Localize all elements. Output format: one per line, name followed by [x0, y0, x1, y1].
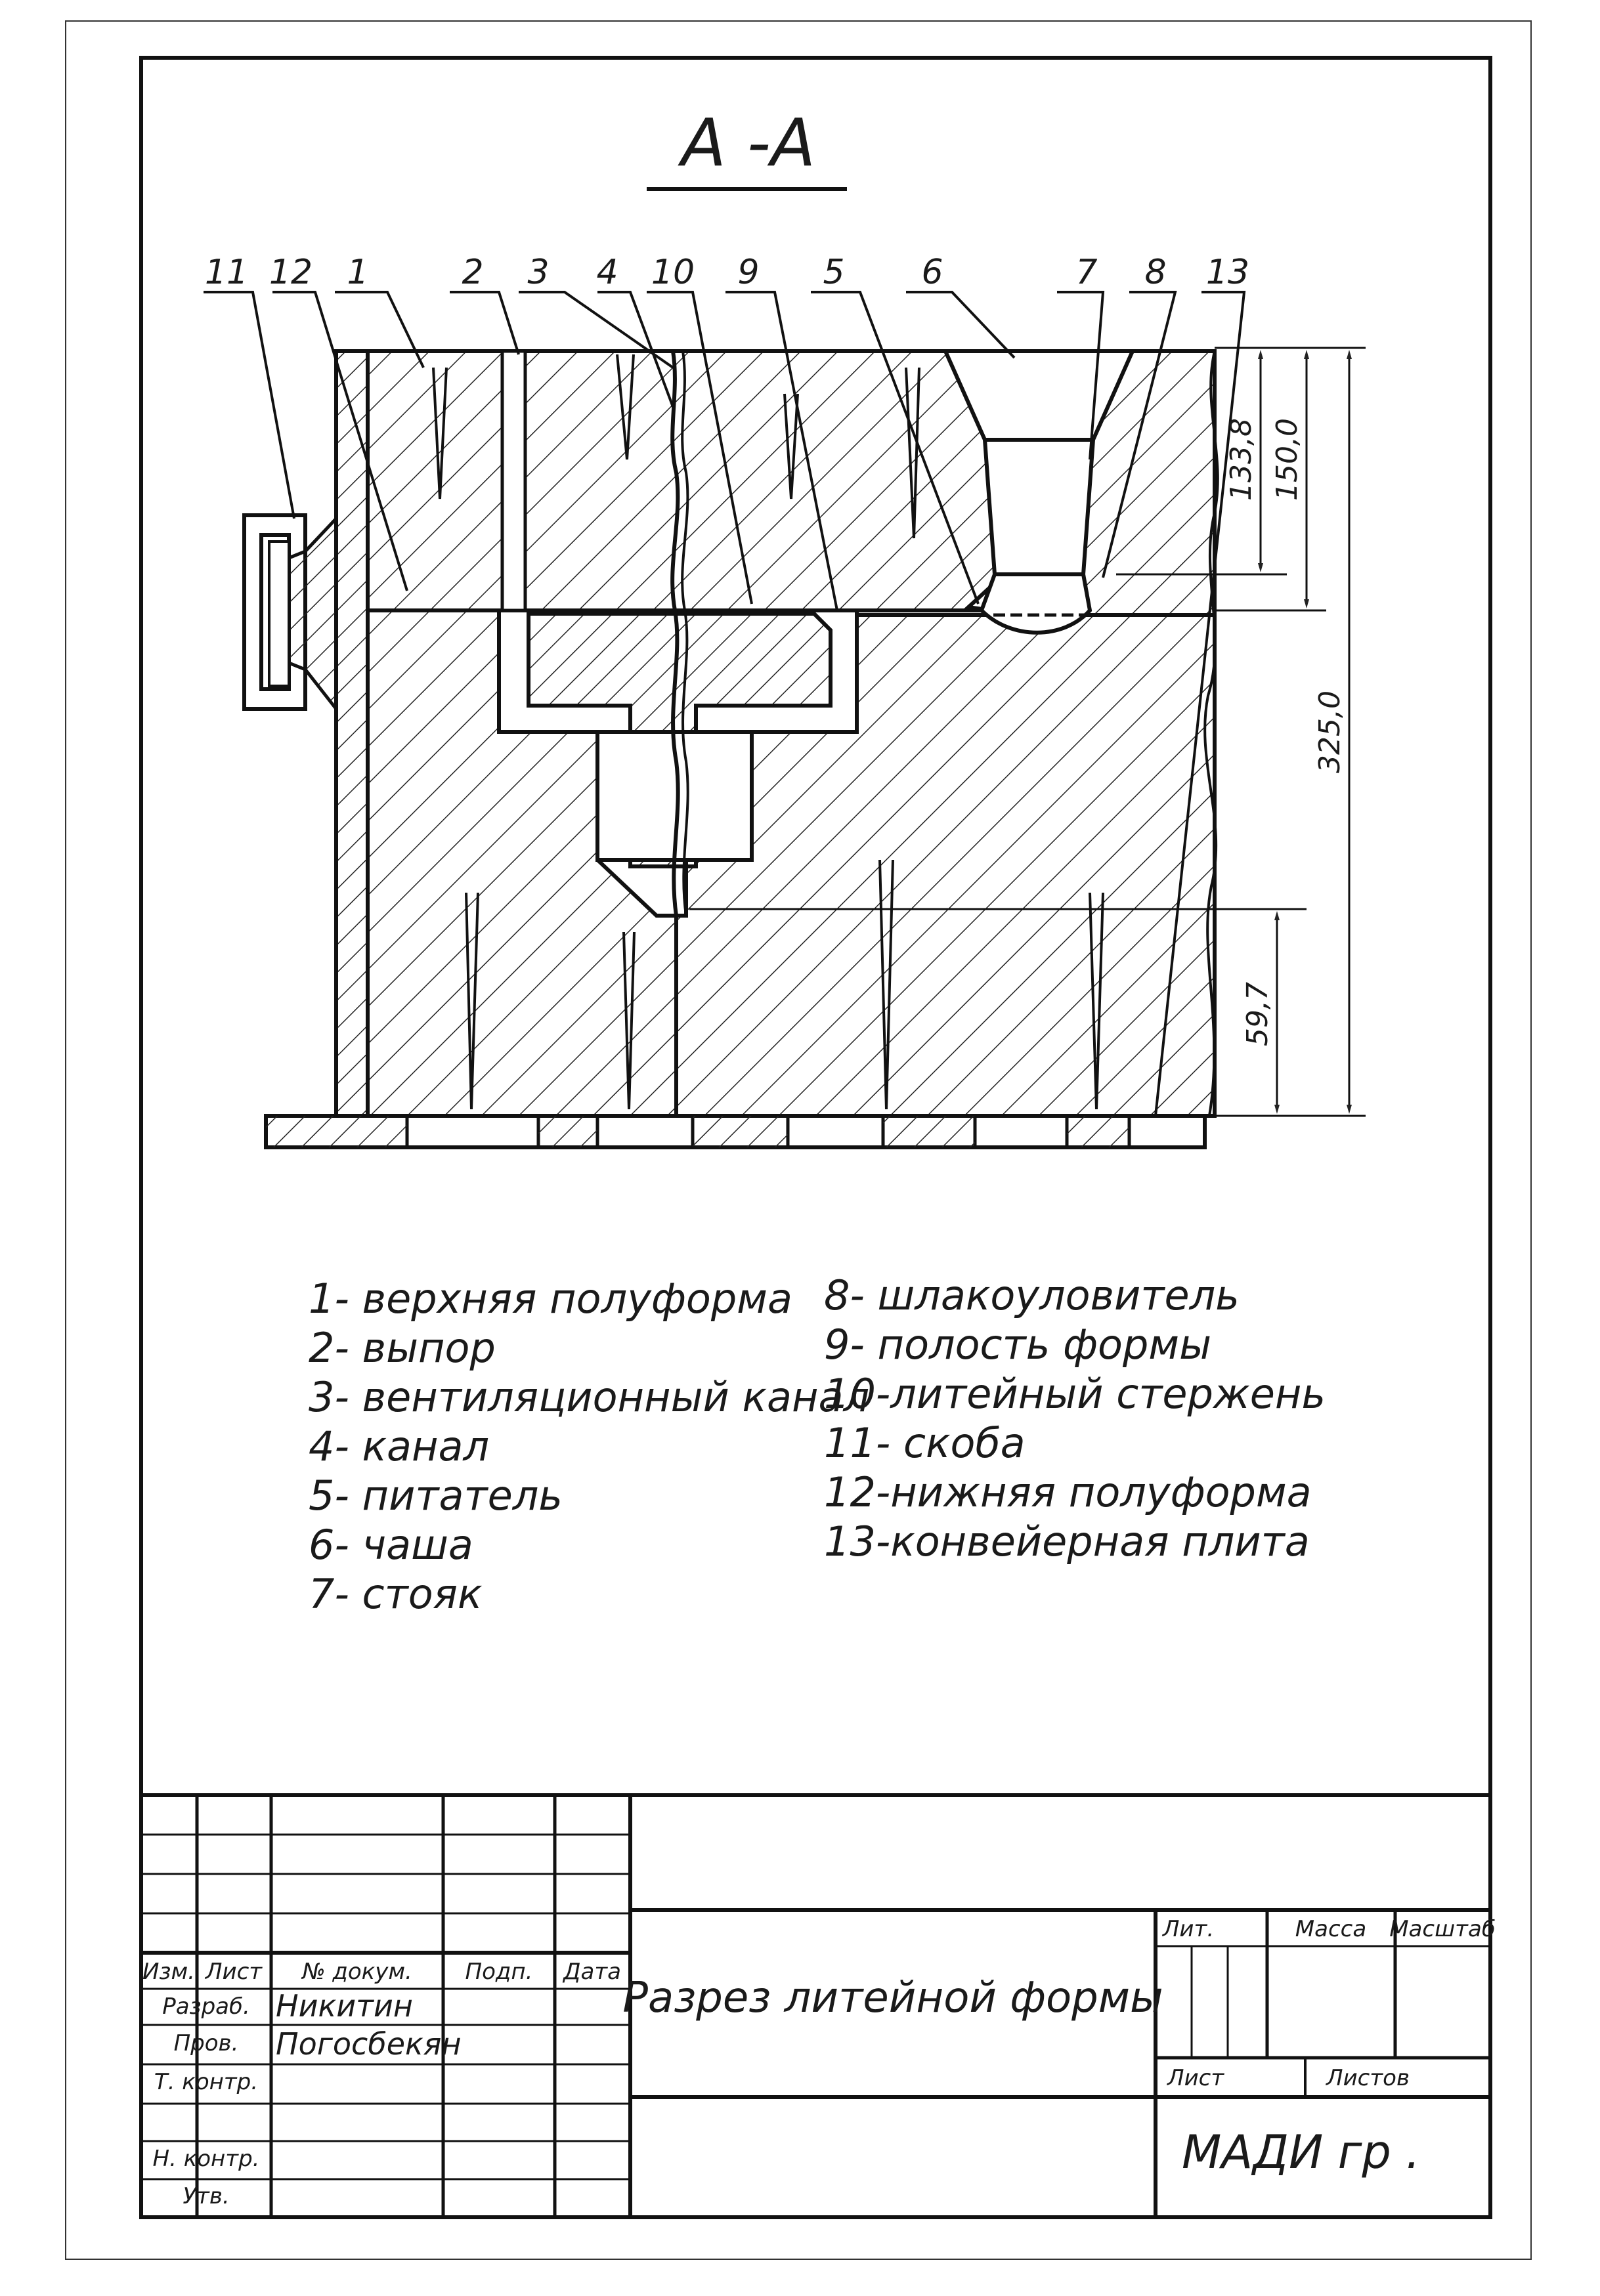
vent-channel-4 [670, 351, 680, 1116]
clamp-hook [268, 540, 290, 687]
legend-left: 1- верхняя полуформа 2- выпор 3- вентиля… [309, 1275, 869, 1618]
title-block [141, 1793, 1490, 2217]
legend-right: 8- шлакоуловитель 9- полость формы 10-ли… [824, 1271, 1326, 1565]
callout-7: 7 [1075, 253, 1097, 292]
tb-header-date: Дата [562, 1959, 621, 1985]
callout-9: 9 [737, 253, 759, 292]
legend-item-6: 6- чаша [309, 1521, 473, 1569]
legend-item-2: 2- выпор [309, 1324, 496, 1372]
legend-item-8: 8- шлакоуловитель [824, 1271, 1240, 1319]
drawing-frame [139, 56, 1492, 2219]
tb-lit: Лит. [1161, 1916, 1214, 1942]
title-block-text: Изм. Лист № докум. Подп. Дата Разраб. Ни… [142, 1916, 1496, 2209]
section-title: А -А [678, 104, 816, 181]
tb-drawing-title: Разрез литейной формы [622, 1974, 1163, 2022]
callout-11: 11 [205, 253, 248, 292]
mould-section [242, 349, 1219, 1149]
legend-item-11: 11- скоба [824, 1419, 1026, 1467]
mould-right-break-line [1203, 351, 1219, 1116]
tb-role-prov: Пров. [174, 2030, 239, 2056]
conveyor-hatch-b [538, 1116, 597, 1147]
callout-10: 10 [651, 253, 695, 292]
tb-header-podp: Подп. [465, 1959, 533, 1985]
legend-item-7: 7- стояк [309, 1570, 483, 1618]
callout-leaders [204, 291, 1246, 1116]
tb-organization: МАДИ гр . [1182, 2125, 1420, 2179]
dimension-59-7: 59,7 [1241, 982, 1274, 1046]
tb-masshtab: Масштаб [1389, 1916, 1496, 1942]
tb-name-razrab: Никитин [276, 1988, 413, 2024]
tb-role-razrab: Разраб. [162, 1993, 250, 2020]
outer-trim-frame [65, 20, 1532, 2260]
callout-labels: 11 12 1 2 3 4 10 9 5 6 7 8 13 [205, 253, 1249, 292]
legend-item-3: 3- вентиляционный канал [309, 1373, 869, 1421]
callout-3: 3 [527, 253, 549, 292]
conveyor-hatch-c [693, 1116, 788, 1147]
callout-4: 4 [596, 253, 618, 292]
slag-trap-8 [979, 572, 1092, 635]
conveyor-hatch-d [883, 1116, 975, 1147]
legend-item-13: 13-конвейерная плита [824, 1518, 1310, 1565]
tb-massa: Масса [1295, 1916, 1366, 1942]
tb-role-tkontr: Т. контр. [154, 2069, 258, 2095]
tb-header-doc: № докум. [301, 1959, 412, 1985]
vent-channel-4-pair [681, 351, 689, 916]
callout-8: 8 [1144, 253, 1166, 292]
tb-header-izm: Изм. [142, 1959, 195, 1985]
conveyor-hatch-a [266, 1116, 407, 1147]
tb-role-nkontr: Н. контр. [153, 2146, 260, 2172]
conveyor-hatch-e [1067, 1116, 1129, 1147]
legend-item-1: 1- верхняя полуформа [309, 1275, 792, 1323]
tb-sheet: Лист [1166, 2065, 1224, 2091]
tb-role-utv: Утв. [183, 2183, 229, 2209]
legend-item-5: 5- питатель [309, 1472, 563, 1520]
dimension-133-8: 133,8 [1224, 418, 1258, 501]
dimension-325-0: 325,0 [1313, 691, 1347, 773]
tb-name-prov: Погосбекян [276, 2026, 462, 2062]
callout-12: 12 [269, 253, 313, 292]
callout-2: 2 [462, 253, 483, 292]
callout-6: 6 [921, 253, 943, 292]
legend-item-10: 10-литейный стержень [824, 1370, 1326, 1418]
sprue-7 [982, 438, 1096, 576]
dimension-150-0: 150,0 [1270, 418, 1304, 501]
legend-item-4: 4- канал [309, 1422, 489, 1470]
tb-sheets: Листов [1325, 2065, 1410, 2091]
callout-13: 13 [1206, 253, 1249, 292]
legend-item-12: 12-нижняя полуформа [824, 1468, 1312, 1516]
riser-2 [500, 349, 527, 612]
callout-1: 1 [347, 253, 368, 292]
left-flask-wall [334, 349, 370, 1118]
dimension-lines [689, 347, 1366, 1117]
legend-item-9: 9- полость формы [824, 1321, 1211, 1369]
callout-5: 5 [823, 253, 844, 292]
tb-header-list: Лист [204, 1959, 263, 1985]
vent-spikes [432, 354, 1104, 1110]
